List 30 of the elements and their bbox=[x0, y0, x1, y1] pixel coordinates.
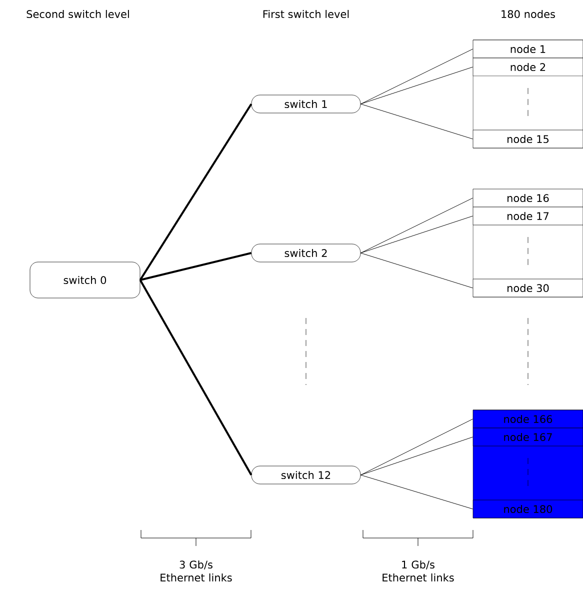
link-line bbox=[360, 474, 474, 510]
link-line bbox=[360, 48, 474, 104]
node-row-box: node 30 bbox=[472, 278, 583, 298]
switch-box: switch 12 bbox=[251, 466, 361, 484]
node-row-box: node 180 bbox=[472, 500, 583, 518]
link-line bbox=[360, 418, 474, 476]
node-row-box: node 16 bbox=[472, 188, 583, 208]
node-row-box: node 2 bbox=[472, 58, 583, 76]
bandwidth-label: 1 Gb/s Ethernet links bbox=[382, 560, 454, 582]
switch-box: switch 1 bbox=[251, 94, 361, 114]
node-row-box: node 166 bbox=[472, 410, 583, 428]
link-line bbox=[360, 104, 474, 140]
bandwidth-label: 3 Gb/s Ethernet links bbox=[160, 560, 232, 582]
node-row-box: node 1 bbox=[472, 40, 583, 58]
link-line bbox=[360, 216, 474, 254]
node-row-box: node 15 bbox=[472, 130, 583, 148]
link-line bbox=[360, 436, 474, 476]
link-line bbox=[360, 198, 474, 254]
switch-box: switch 0 bbox=[30, 262, 140, 298]
link-line bbox=[140, 252, 252, 281]
link-line bbox=[360, 252, 474, 288]
node-row-box: node 17 bbox=[472, 206, 583, 226]
level-heading: 180 nodes bbox=[502, 10, 555, 18]
switch-box: switch 2 bbox=[251, 244, 361, 262]
link-line bbox=[139, 103, 252, 281]
node-row-box: node 167 bbox=[472, 428, 583, 446]
link-line bbox=[360, 66, 474, 104]
level-heading: First switch level bbox=[263, 10, 349, 18]
level-heading: Second switch level bbox=[26, 10, 129, 18]
link-line bbox=[139, 280, 252, 476]
